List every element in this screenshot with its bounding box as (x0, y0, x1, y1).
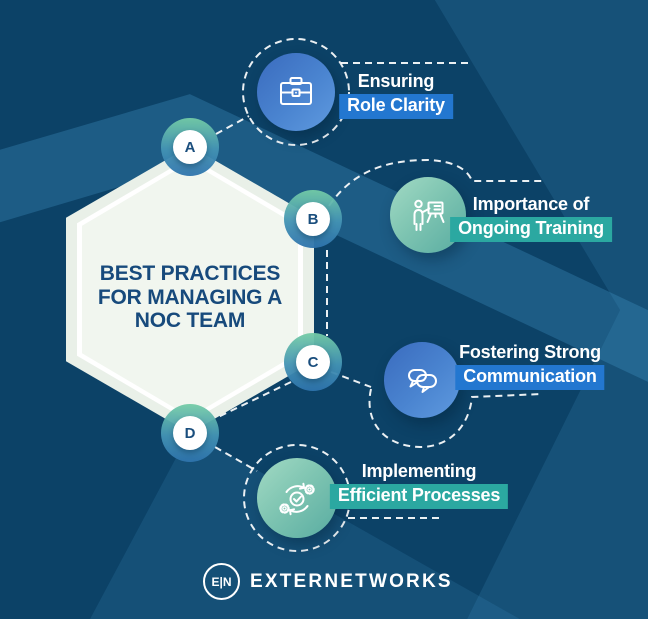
node-b: B (284, 190, 342, 248)
node-d: D (161, 404, 219, 462)
dashed-curve-chat-label (368, 388, 543, 449)
title-line-3: NOC TEAM (134, 309, 246, 333)
dashed-circle-briefcase (242, 38, 350, 146)
brand-name: EXTERNETWORKS (250, 570, 453, 592)
label-role-clarity: Ensuring Role Clarity (339, 71, 453, 120)
chat-icon (384, 342, 460, 418)
hexagon: BEST PRACTICES FOR MANAGING A NOC TEAM (66, 146, 314, 433)
label-communication: Fostering Strong Communication (455, 342, 605, 391)
hexagon-inner (82, 162, 298, 417)
process-icon (257, 458, 337, 538)
label-c-line2: Communication (455, 365, 605, 391)
dashed-curve-b-to-training (328, 158, 543, 207)
label-c-line1: Fostering Strong (459, 342, 601, 362)
title-line-1: BEST PRACTICES (99, 261, 281, 285)
node-a-letter: A (173, 130, 207, 164)
briefcase-icon (257, 53, 335, 131)
node-c: C (284, 333, 342, 391)
node-b-letter: B (296, 202, 330, 236)
presentation-icon (390, 177, 466, 253)
dashed-line-d-to-process (214, 446, 258, 472)
hexagon-title: BEST PRACTICES FOR MANAGING A NOC TEAM (66, 146, 314, 433)
dashed-line-c-to-d (215, 381, 292, 419)
label-d-line1: Implementing (361, 461, 477, 481)
node-c-letter: C (296, 345, 330, 379)
brand-badge-icon: E|N (203, 563, 240, 600)
label-b-line2: Ongoing Training (450, 217, 612, 243)
node-d-letter: D (173, 416, 207, 450)
label-a-line2: Role Clarity (339, 94, 453, 120)
footer-logo: E|N EXTERNETWORKS (203, 563, 453, 600)
label-b-line1: Importance of (472, 194, 590, 214)
title-line-2: FOR MANAGING A (97, 285, 283, 309)
dashed-line-a-to-briefcase (215, 115, 250, 135)
label-d-line2: Efficient Processes (329, 484, 509, 510)
label-a-line1: Ensuring (357, 71, 435, 91)
label-ongoing-training: Importance of Ongoing Training (450, 194, 612, 243)
label-efficient-processes: Implementing Efficient Processes (329, 461, 509, 510)
node-a: A (161, 118, 219, 176)
